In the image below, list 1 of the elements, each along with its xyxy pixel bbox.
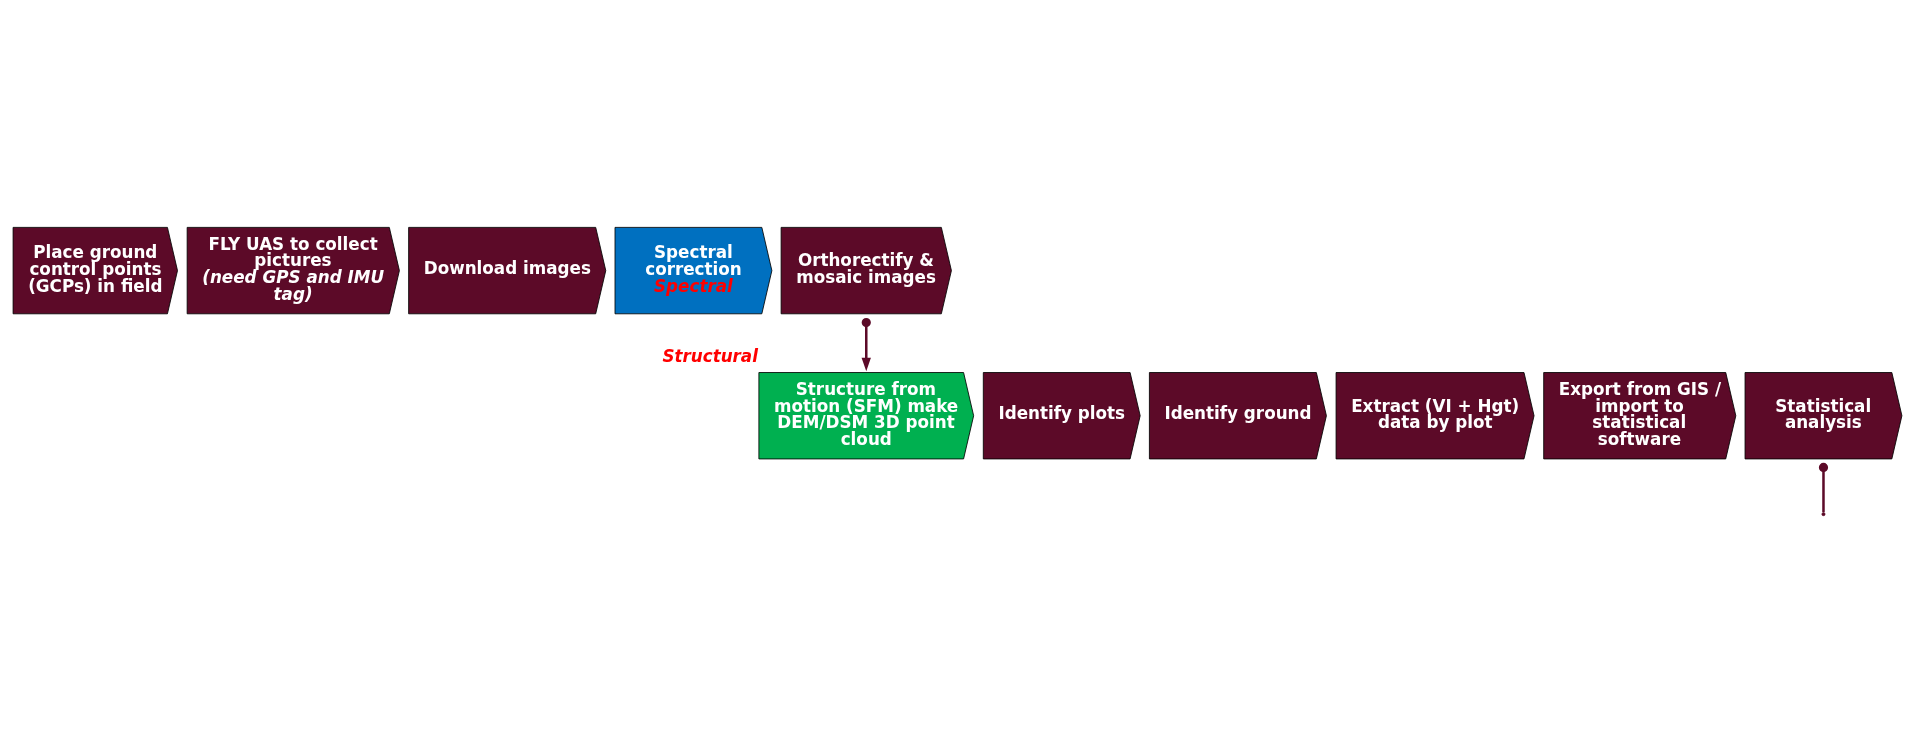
node-label: Structural — [662, 345, 758, 366]
